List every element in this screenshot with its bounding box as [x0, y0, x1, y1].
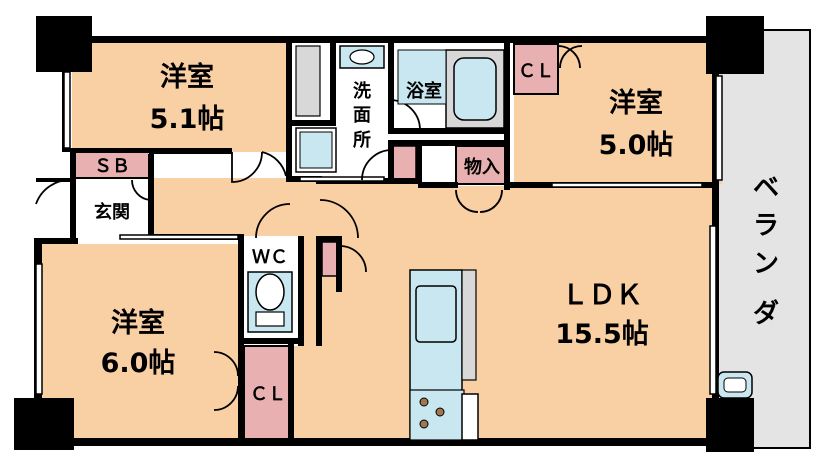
bath-label: 浴室 [406, 80, 442, 102]
closet-top-label: ＣＬ [518, 61, 554, 82]
storage-label: 物入 [464, 156, 500, 178]
closet-top [513, 43, 559, 95]
entrance-floor [76, 180, 148, 234]
pillars [14, 16, 764, 452]
washroom-label-3: 所 [353, 130, 371, 151]
western-room-3-size: 6.0帖 [101, 348, 176, 379]
western-room-1-name: 洋室 [160, 61, 214, 93]
closet-bottom-label: ＣＬ [250, 384, 286, 405]
veranda-label-1: ベ [753, 173, 779, 203]
toilet-fixture [247, 271, 293, 333]
ldk-size: 15.5帖 [555, 319, 649, 350]
door-swings [35, 45, 583, 411]
western-room-2-name: 洋室 [609, 87, 663, 119]
hallway [150, 178, 320, 236]
washroom-label-1: 洗 [353, 80, 371, 102]
veranda-label-3: ン [753, 249, 779, 279]
washroom-label-2: 面 [353, 105, 371, 126]
veranda-label-2: ラ [753, 211, 779, 241]
toilet-label: ＷＣ [252, 247, 288, 268]
ldk-area [292, 180, 712, 440]
veranda-tap [717, 371, 753, 399]
western-room-1-size: 5.1帖 [150, 104, 225, 135]
kitchen-counter [409, 269, 479, 441]
shoe-box-label: ＳＢ [94, 156, 130, 177]
washroom-nook [391, 145, 417, 183]
western-room-3-name: 洋室 [111, 307, 165, 339]
windows [35, 71, 723, 395]
veranda-label-4: ダ [753, 298, 779, 329]
western-room-2-size: 5.0帖 [599, 130, 674, 161]
western-room-1 [72, 40, 290, 152]
washing-machine [295, 127, 337, 173]
entrance-label: 玄関 [94, 201, 130, 223]
washbasin [339, 45, 385, 69]
bathtub [397, 49, 505, 129]
closet-bottom [243, 345, 293, 441]
wc-side-nook [321, 241, 339, 277]
ldk-name: ＬＤＫ [562, 280, 643, 311]
washroom-shelf [295, 45, 321, 117]
